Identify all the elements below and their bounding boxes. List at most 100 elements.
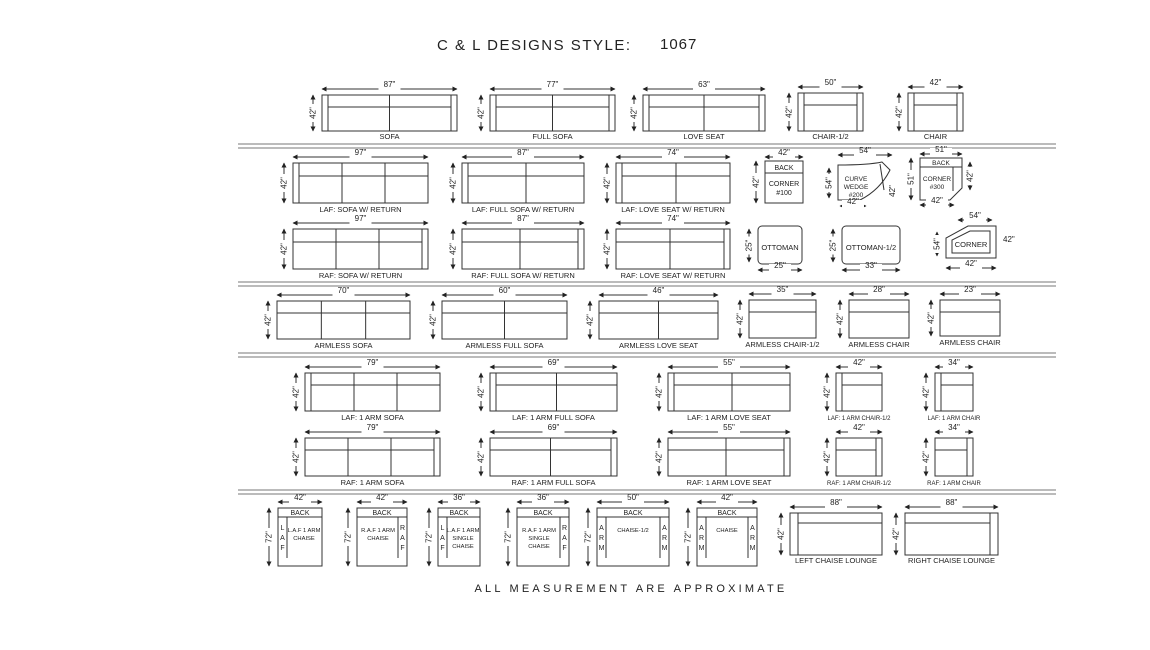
corner-big — [945, 225, 997, 259]
depth-dimension: 42" — [823, 451, 832, 463]
label: CHAISE — [367, 536, 389, 542]
arm-letter: A — [662, 525, 667, 532]
row3-piece-0 — [292, 228, 429, 270]
arm-letter: M — [662, 545, 668, 552]
piece-label: RIGHT CHAISE LOUNGE — [908, 556, 995, 565]
label: #300 — [930, 184, 945, 191]
arm-letter: A — [699, 525, 704, 532]
label: L.A.F 1 ARM — [288, 528, 321, 534]
arm-letter: R — [699, 535, 704, 542]
width-dimension: 70" — [338, 286, 350, 295]
depth-dimension: 72" — [504, 531, 513, 543]
piece-label: ARMLESS FULL SOFA — [465, 341, 543, 350]
width-dimension: 54" — [969, 211, 981, 220]
armless-0 — [276, 300, 411, 340]
piece-label: LAF: FULL SOFA W/ RETURN — [472, 205, 574, 214]
row2-piece-1 — [461, 162, 585, 204]
label: #100 — [776, 190, 792, 197]
width-dimension: 42" — [847, 197, 859, 206]
width-dimension: 55" — [723, 358, 735, 367]
style-number: 1067 — [660, 36, 697, 53]
label: SINGLE — [452, 536, 473, 542]
label: CORNER — [769, 181, 799, 188]
chaise-3 — [516, 507, 570, 567]
depth-dimension: 42" — [655, 386, 664, 398]
width-dimension: 33" — [865, 261, 877, 270]
width-dimension: 42" — [931, 196, 943, 205]
row5-one-arm-1 — [489, 372, 618, 412]
width-dimension: 54" — [859, 146, 871, 155]
arm-letter: F — [562, 545, 566, 552]
armless-5 — [939, 299, 1001, 337]
label: CORNER — [923, 176, 951, 183]
width-dimension: 34" — [948, 423, 960, 432]
width-dimension: 97" — [355, 148, 367, 157]
piece-label: ARMLESS LOVE SEAT — [619, 341, 698, 350]
piece-label: LAF: 1 ARM SOFA — [341, 413, 404, 422]
arm-letter: A — [440, 535, 445, 542]
corner-right-dimension: 42" — [1003, 235, 1015, 244]
chaise-2 — [437, 507, 481, 567]
piece-label: ARMLESS SOFA — [315, 341, 373, 350]
piece-label: RAF: 1 ARM SOFA — [341, 478, 405, 487]
width-dimension: 69" — [548, 423, 560, 432]
depth-dimension: 42" — [309, 107, 318, 119]
depth-dimension: 42" — [922, 451, 931, 463]
arm-letter: A — [599, 525, 604, 532]
piece-label: LOVE SEAT — [683, 132, 725, 141]
footer-note: ALL MEASUREMENT ARE APPROXIMATE — [475, 583, 788, 595]
width-dimension: 74" — [667, 214, 679, 223]
depth-dimension: 42" — [477, 107, 486, 119]
width-dimension: 74" — [667, 148, 679, 157]
armless-3 — [748, 299, 817, 339]
piece-label: CORNER — [955, 240, 988, 249]
piece-label: ARMLESS CHAIR — [848, 340, 910, 349]
piece-label: LEFT CHAISE LOUNGE — [795, 556, 877, 565]
label: BACK — [623, 510, 642, 517]
depth-dimension: 72" — [425, 531, 434, 543]
chaise-lounge-1 — [904, 512, 999, 556]
row5-one-arm-3 — [835, 372, 883, 412]
depth-dimension: 42" — [892, 528, 901, 540]
wedge-depth: 42" — [888, 185, 897, 197]
armless-4 — [848, 299, 910, 339]
arm-letter: F — [440, 545, 444, 552]
row3-piece-1 — [461, 228, 585, 270]
label: L.A.F 1 ARM — [447, 528, 480, 534]
label: OTTOMAN-1/2 — [846, 243, 896, 252]
row3-piece-2 — [615, 228, 731, 270]
width-dimension: 63" — [698, 80, 710, 89]
piece-label: LAF: 1 ARM LOVE SEAT — [687, 413, 771, 422]
chaise-1 — [356, 507, 408, 567]
piece-label: LAF: LOVE SEAT W/ RETURN — [621, 205, 725, 214]
width-dimension: 42" — [778, 148, 790, 157]
depth-dimension: 42" — [477, 386, 486, 398]
depth-dimension: 42" — [449, 243, 458, 255]
depth-dimension: 42" — [264, 314, 273, 326]
row6-one-arm-4 — [934, 437, 974, 477]
width-dimension: 28" — [873, 285, 885, 294]
corner-300 — [919, 157, 963, 201]
depth-dimension: 42" — [927, 312, 936, 324]
width-dimension: 34" — [948, 358, 960, 367]
label: BACK — [717, 510, 736, 517]
width-dimension: 87" — [517, 214, 529, 223]
chaise-5 — [696, 507, 758, 567]
piece-label: SOFA — [379, 132, 399, 141]
width-dimension: 36" — [453, 493, 465, 502]
piece-label: RAF: 1 ARM CHAIR — [927, 481, 981, 487]
row2-piece-0 — [292, 162, 429, 204]
label: R.A.F 1 ARM — [522, 528, 556, 534]
piece-label: RAF: SOFA W/ RETURN — [319, 271, 402, 280]
depth-dimension: 72" — [684, 531, 693, 543]
piece-label: LAF: 1 ARM CHAIR-1/2 — [827, 416, 891, 422]
piece-label: CHAIR — [924, 132, 948, 141]
depth-dimension: 72" — [265, 531, 274, 543]
piece-label: RAF: 1 ARM LOVE SEAT — [687, 478, 772, 487]
label: BACK — [290, 510, 309, 517]
page-title: C & L DESIGNS STYLE: — [437, 37, 632, 54]
label: BACK — [774, 165, 793, 172]
row6-one-arm-3 — [835, 437, 883, 477]
arm-letter: A — [750, 525, 755, 532]
